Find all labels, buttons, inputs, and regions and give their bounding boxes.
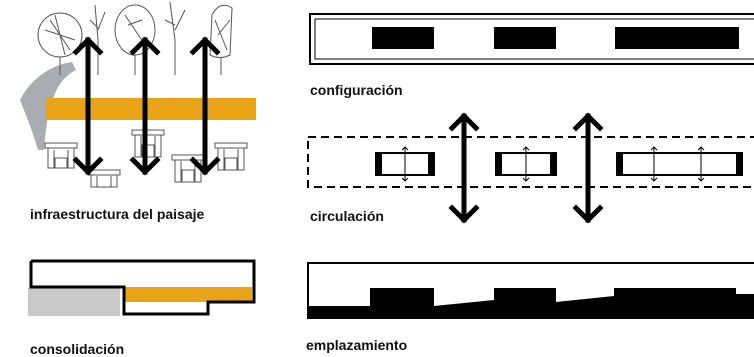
small-double-arrow-icon [650, 146, 705, 182]
tree-sketch-icon [89, 4, 106, 75]
circulation-unit [495, 146, 557, 182]
double-arrow-vertical-icon [72, 36, 104, 176]
kiosk-pavilion-icon [214, 142, 248, 171]
kiosk-pavilion-icon [131, 129, 165, 158]
configuration-block [615, 27, 739, 49]
consolidation-diagram [28, 259, 256, 316]
circulation-diagram [307, 112, 754, 224]
configuration-frame [309, 13, 754, 65]
orange-fill [124, 287, 252, 302]
configuration-block [494, 27, 556, 49]
kiosk-pavilion-icon [87, 169, 121, 188]
circulation-unit [616, 146, 743, 182]
small-double-arrow-icon [522, 146, 530, 182]
gray-ground [28, 288, 120, 316]
tree-sketch-icon [37, 12, 83, 75]
circulation-unit [375, 146, 435, 182]
caption-configuracion: configuración [310, 82, 403, 98]
caption-infraestructura: infraestructura del paisaje [30, 206, 205, 222]
double-arrow-vertical-icon [448, 112, 480, 224]
tree-sketch-icon [114, 4, 156, 75]
landscape-infrastructure-diagram [20, 1, 256, 188]
emplacement-terrain [308, 288, 754, 318]
configuration-frame-inner [314, 18, 754, 60]
emplacement-diagram [307, 262, 754, 319]
kiosk-pavilion-icon [44, 142, 78, 169]
caption-emplazamiento: emplazamiento [306, 337, 408, 353]
configuration-block [372, 27, 434, 49]
circulation-dashed-frame [307, 136, 754, 188]
caption-circulacion: circulación [310, 208, 384, 224]
orange-infrastructure-band [46, 98, 256, 120]
tree-sketch-icon [209, 4, 233, 75]
configuration-diagram [309, 13, 754, 65]
consolidation-outline [29, 259, 256, 316]
caption-consolidacion: consolidación [30, 341, 125, 357]
double-arrow-vertical-icon [189, 36, 221, 176]
small-double-arrow-icon [401, 146, 409, 182]
tree-sketch-icon [164, 1, 186, 75]
double-arrow-vertical-icon [572, 112, 604, 224]
double-arrow-vertical-icon [129, 36, 161, 176]
